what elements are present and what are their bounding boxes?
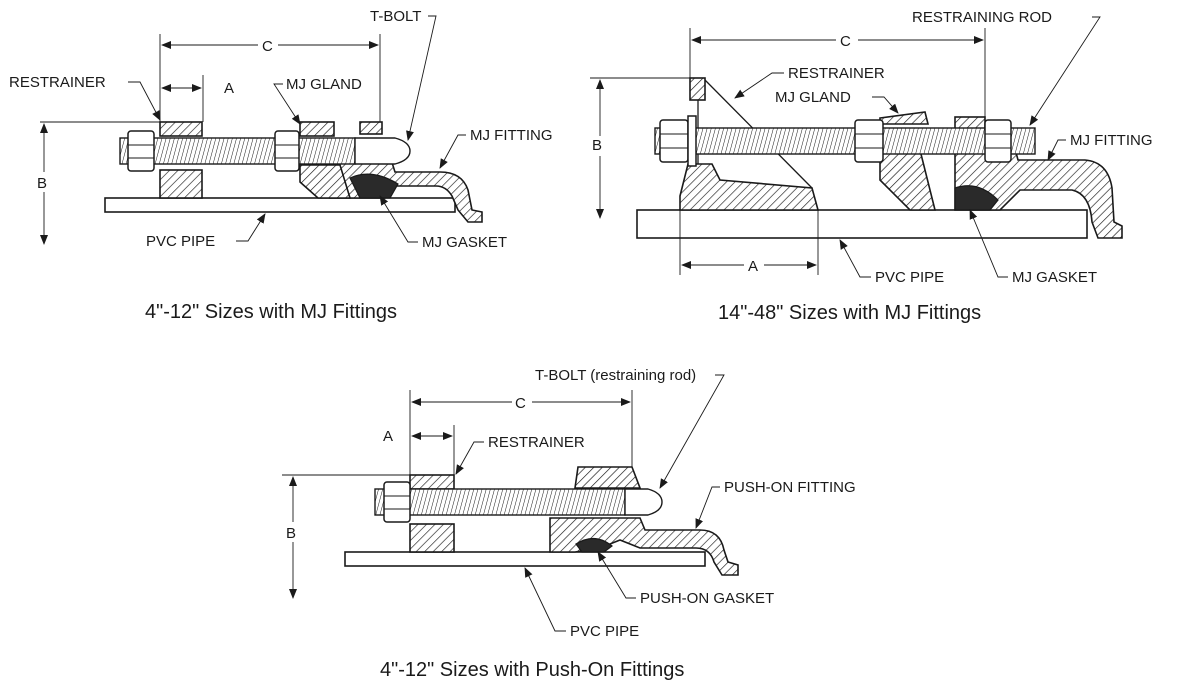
label-restrainer: RESTRAINER xyxy=(9,74,106,91)
restrainer-bottom xyxy=(409,523,455,553)
restrainer-body xyxy=(679,163,820,211)
mj-fitting xyxy=(329,149,483,223)
restraining-rod xyxy=(654,127,1036,155)
dim-c-label: C xyxy=(840,33,851,50)
t-bolt-flange xyxy=(359,121,383,135)
dim-b-label: B xyxy=(286,525,296,542)
label-mj-gland: MJ GLAND xyxy=(775,89,851,106)
mj-gland xyxy=(879,149,937,211)
hex-nut xyxy=(127,130,155,172)
pvc-pipe xyxy=(636,209,1088,239)
label-restraining-rod: RESTRAINING ROD xyxy=(912,9,1052,26)
mj-fitting-flange xyxy=(954,116,986,130)
pvc-pipe xyxy=(104,197,456,213)
push-on-gasket xyxy=(575,537,613,553)
caption-figure-2: 14"-48" Sizes with MJ Fittings xyxy=(718,302,981,324)
dim-a-label: A xyxy=(748,258,758,275)
figure-4-12-push-on: B A C T-BOLT (restraining rod) RESTRAINE… xyxy=(282,367,856,681)
restrainer-top xyxy=(159,121,203,137)
dim-c-label: C xyxy=(515,395,526,412)
dim-b-label: B xyxy=(37,175,47,192)
mj-gland xyxy=(299,164,352,199)
dim-b-label: B xyxy=(592,137,602,154)
t-bolt-head xyxy=(354,137,411,165)
mj-gland-flange xyxy=(879,111,930,125)
push-on-fitting-bell xyxy=(574,466,642,489)
hex-nut xyxy=(984,119,1012,163)
pvc-pipe xyxy=(344,551,706,567)
mj-gasket xyxy=(954,185,999,211)
label-pvc-pipe: PVC PIPE xyxy=(570,623,639,640)
caption-figure-1: 4"-12" Sizes with MJ Fittings xyxy=(145,301,397,323)
label-t-bolt: T-BOLT (restraining rod) xyxy=(535,367,696,384)
caption-figure-3: 4"-12" Sizes with Push-On Fittings xyxy=(380,659,684,681)
dim-c-label: C xyxy=(262,38,273,55)
washer xyxy=(687,115,697,167)
hex-nut xyxy=(659,119,689,163)
t-bolt-rod xyxy=(119,137,356,165)
restrainer-top xyxy=(689,77,706,101)
label-mj-fitting: MJ FITTING xyxy=(470,127,553,144)
label-push-on-fitting: PUSH-ON FITTING xyxy=(724,479,856,496)
label-mj-gasket: MJ GASKET xyxy=(1012,269,1097,286)
mj-gasket xyxy=(349,173,399,199)
label-pvc-pipe: PVC PIPE xyxy=(875,269,944,286)
t-bolt-rod xyxy=(374,488,626,516)
push-on-fitting xyxy=(549,517,739,576)
label-mj-gland: MJ GLAND xyxy=(286,76,362,93)
dim-a-label: A xyxy=(224,80,234,97)
hex-nut xyxy=(383,481,411,523)
hex-nut xyxy=(854,119,884,163)
label-restrainer: RESTRAINER xyxy=(488,434,585,451)
label-restrainer: RESTRAINER xyxy=(788,65,885,82)
label-mj-gasket: MJ GASKET xyxy=(422,234,507,251)
hex-nut xyxy=(274,130,300,172)
label-mj-fitting: MJ FITTING xyxy=(1070,132,1153,149)
figure-14-48-mj: B C A RESTRAINER MJ GLAND RESTRAINING RO… xyxy=(590,9,1153,324)
t-bolt-head xyxy=(624,488,663,516)
label-push-on-gasket: PUSH-ON GASKET xyxy=(640,590,774,607)
mj-gland-flange xyxy=(299,121,335,137)
restrainer-top xyxy=(409,474,455,490)
dim-a-label: A xyxy=(383,428,393,445)
label-pvc-pipe: PVC PIPE xyxy=(146,233,215,250)
label-t-bolt: T-BOLT xyxy=(370,8,421,25)
restrainer-bottom xyxy=(159,169,203,199)
figure-4-12-mj: B A C RESTRAINER T-BOLT MJ GLAND MJ FITT… xyxy=(9,8,553,323)
